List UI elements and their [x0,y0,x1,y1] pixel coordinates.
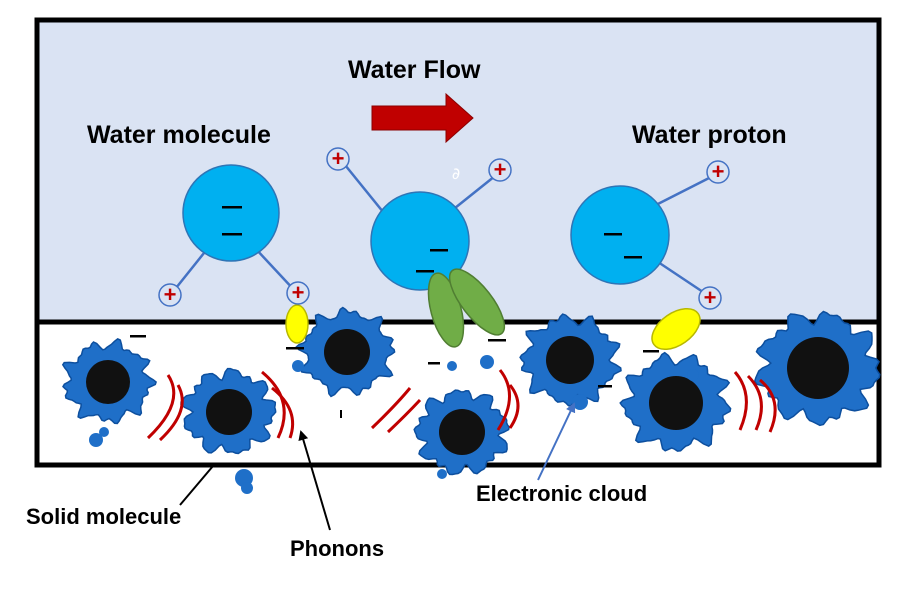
phonons-label: Phonons [290,536,385,561]
water-proton-label: Water proton [632,121,787,149]
cloud-droplet [89,433,103,447]
minus-sign [286,347,304,350]
cloud-droplet [241,482,253,494]
minus-sign [428,362,440,365]
minus-sign [598,385,612,388]
proton-plus-icon: + [488,157,512,182]
bond [171,247,209,294]
interaction-lobe-yellow [285,304,309,344]
water-flow-arrow [371,92,474,144]
oxygen-atom [370,191,470,291]
nucleus [324,329,370,375]
minus-sign [222,233,242,236]
cloud-droplet [480,355,494,369]
phonon-arc [158,384,184,442]
phonon-arc [261,370,286,439]
phonon-arc [271,386,295,439]
minus-sign [430,249,448,252]
phonon-arc [733,371,748,431]
minus-sign [624,256,642,259]
interaction-lobe-green [448,268,506,336]
water-molecule-label: Water molecule [87,121,271,149]
minus-sign [604,233,622,236]
proton-plus-icon: + [706,159,730,184]
phonon-arc [370,387,412,430]
solid-molecule-label: Solid molecule [26,504,182,529]
bond [340,159,389,219]
phonon-arc [496,369,511,431]
minus-sign [643,350,659,353]
cloud-droplet [292,360,304,372]
bond [654,258,710,298]
stray-mark: ∂ [452,164,460,183]
nucleus [649,376,703,430]
bond [649,173,716,210]
minus-sign [130,335,146,338]
cloud-droplet [99,427,109,437]
nucleus [439,409,485,455]
minus-sign [488,339,506,342]
nucleus [787,337,849,399]
cloud-droplet [447,361,457,371]
interaction-lobe-yellow [651,307,701,351]
bonds [171,159,716,298]
cloud-droplet [687,369,699,381]
proton-plus-icon: + [698,285,722,310]
phonon-arc [746,374,763,431]
phonon-waves [146,369,777,442]
cloud-droplet [437,469,447,479]
water-flow-title: Water Flow [348,56,481,84]
plus-sign: + [332,146,345,171]
nucleus [86,360,130,404]
plus-sign: + [164,282,177,307]
electronic-cloud-label: Electronic cloud [476,481,648,506]
plus-sign: + [712,159,725,184]
minus-sign [222,206,242,209]
bond [254,247,297,293]
plus-sign: + [494,157,507,182]
phonon-arc [386,398,422,434]
proton-plus-icon: + [286,280,310,305]
oxygen-atom [182,164,280,262]
proton-plus-icon: + [158,282,182,307]
plus-sign: + [704,285,717,310]
cloud-droplet [572,394,588,410]
nucleus [206,389,252,435]
phonon-arc [759,378,777,433]
plus-sign: + [292,280,305,305]
proton-plus-icon: + [326,146,350,171]
minus-sign [340,410,342,418]
minus-sign [416,270,434,273]
phonon-arc [508,384,520,429]
phonon-arc [146,374,176,440]
nucleus [546,336,594,384]
